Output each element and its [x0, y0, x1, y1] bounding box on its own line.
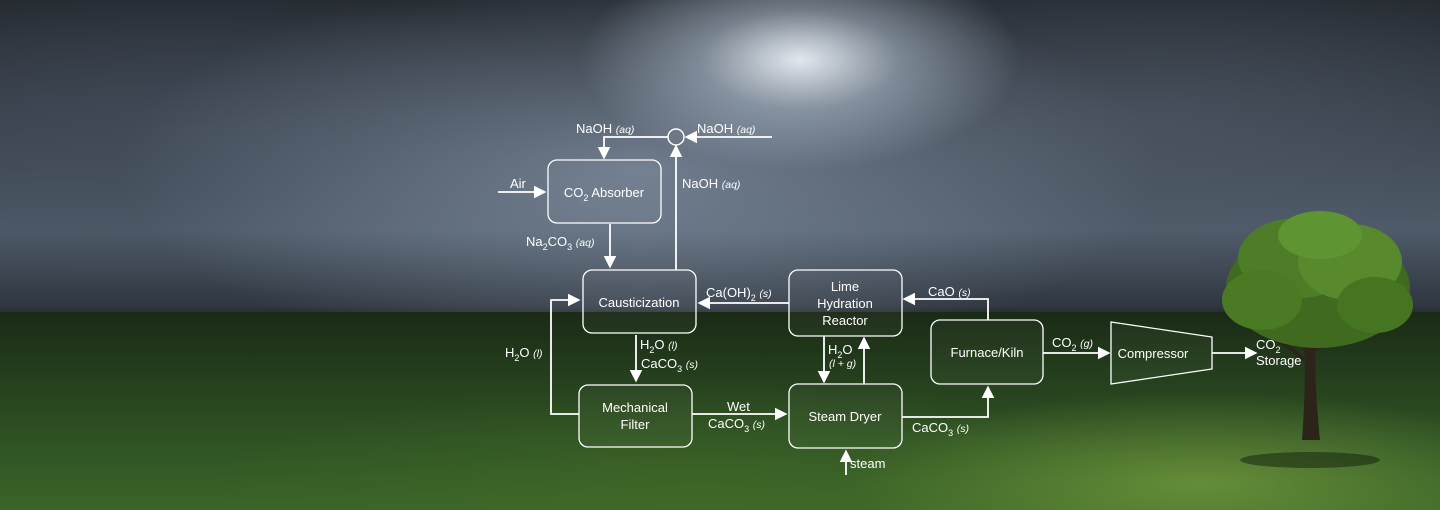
- causticization-box: [582, 269, 697, 334]
- caco3-dryer-label: CaCO3 (s): [912, 420, 969, 438]
- lime-label: Lime: [831, 279, 859, 294]
- co2-storage-label: CO2: [1256, 337, 1281, 355]
- steam-label: steam: [850, 456, 885, 471]
- h2o-recycle-arrow: [550, 293, 581, 415]
- mechanical-label: Mechanical: [602, 400, 668, 415]
- causticization-label: Causticization: [599, 295, 680, 310]
- furnace-kiln-box: [930, 319, 1044, 385]
- co2-gas-label: CO2 (g): [1052, 335, 1093, 353]
- furnace-kiln-label: Furnace/Kiln: [951, 345, 1024, 360]
- tree-illustration: [1222, 211, 1413, 468]
- h2o-dryer-label: H2O: [828, 342, 853, 360]
- h2o-causticization-label: H2O (l): [640, 337, 677, 355]
- naoh-to-absorber-arrow: [597, 136, 668, 160]
- caco3-causticization-label: CaCO3 (s): [641, 356, 698, 374]
- filter-label: Filter: [621, 417, 651, 432]
- storage-label: Storage: [1256, 353, 1302, 368]
- h2o-dryer-phase-label: (l + g): [829, 358, 856, 370]
- wet-caco3-label: CaCO3 (s): [708, 416, 765, 434]
- naoh-top-right-label: NaOH (aq): [697, 121, 755, 136]
- grass-field: [0, 312, 1440, 510]
- cao-arrow: [902, 292, 989, 320]
- hydration-label: Hydration: [817, 296, 873, 311]
- co2-absorber-label: CO2 Absorber: [564, 185, 645, 203]
- mixer-junction: [667, 128, 685, 146]
- wet-label: Wet: [727, 399, 750, 414]
- h2o-left-label: H2O (l): [505, 345, 542, 363]
- flow-lines: [498, 130, 1258, 475]
- air-label: Air: [510, 176, 527, 191]
- naoh-top-left-label: NaOH (aq): [576, 121, 634, 136]
- mechanical-filter-box: [578, 384, 693, 448]
- lime-hydration-reactor-box: [788, 269, 903, 337]
- caco3-to-furnace-arrow: [902, 385, 995, 418]
- na2co3-label: Na2CO3 (aq): [526, 234, 594, 252]
- cao-label: CaO (s): [928, 284, 971, 299]
- naoh-recycle-label: NaOH (aq): [682, 176, 740, 191]
- steam-dryer-label: Steam Dryer: [809, 409, 883, 424]
- steam-dryer-box: [788, 383, 903, 449]
- compressor-shape: [1110, 321, 1213, 385]
- compressor-label: Compressor: [1118, 346, 1189, 361]
- reactor-label: Reactor: [822, 313, 868, 328]
- co2-absorber-box: [547, 159, 662, 224]
- caoh2-label: Ca(OH)2 (s): [706, 285, 772, 303]
